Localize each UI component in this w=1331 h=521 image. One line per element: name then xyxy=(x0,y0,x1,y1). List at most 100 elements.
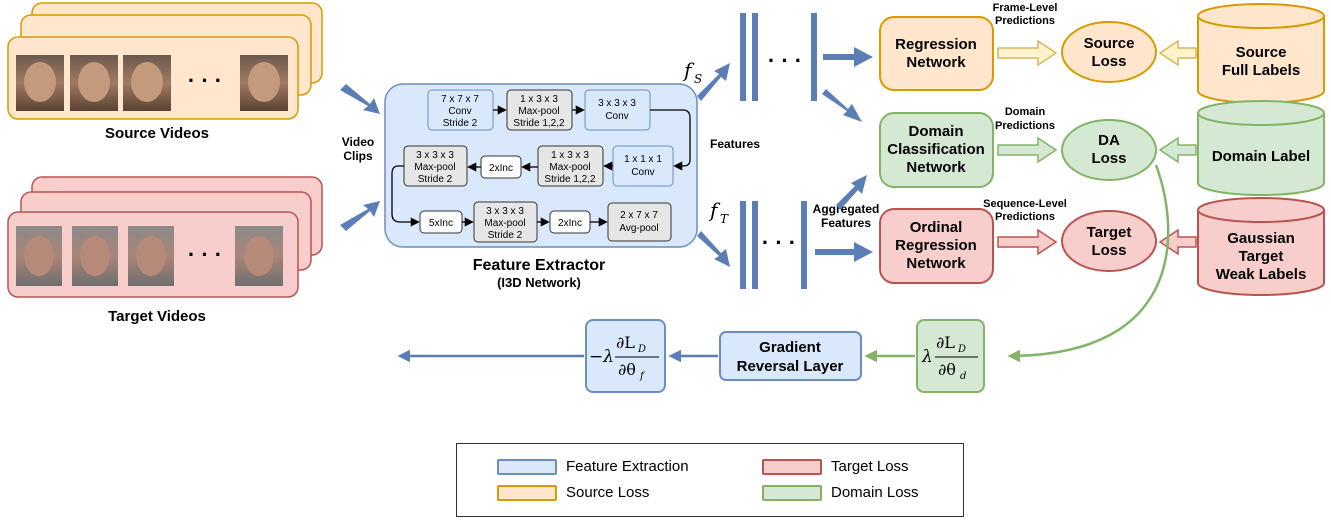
gradient-reversal-layer: Gradient Reversal Layer xyxy=(719,331,862,381)
source-video-stack: · · · xyxy=(7,2,323,120)
svg-text:7 x 7 x 7: 7 x 7 x 7 xyxy=(441,94,479,105)
svg-text:Target: Target xyxy=(1087,224,1132,241)
svg-text:Loss: Loss xyxy=(1091,242,1126,259)
svg-text:2 x 7 x 7: 2 x 7 x 7 xyxy=(620,210,658,221)
domain-classification-network: Domain Classification Network xyxy=(879,112,994,188)
svg-text:5xInc: 5xInc xyxy=(429,218,453,229)
svg-text:Network: Network xyxy=(906,54,966,71)
legend-label: Target Loss xyxy=(831,458,909,475)
extractor-connectors xyxy=(391,105,691,227)
domain-pred-label-2: Predictions xyxy=(995,120,1055,132)
svg-text:Regression: Regression xyxy=(895,237,977,254)
avgpool-block xyxy=(607,202,672,242)
f-source-subscript: S xyxy=(694,72,702,86)
svg-text:Gradient: Gradient xyxy=(759,339,821,356)
svg-text:3 x 3 x 3: 3 x 3 x 3 xyxy=(416,150,454,161)
feature-to-network-arrows xyxy=(815,47,873,262)
source-loss-swatch xyxy=(497,484,557,501)
svg-text:Avg-pool: Avg-pool xyxy=(619,223,658,234)
svg-text:1 x 1 x 1: 1 x 1 x 1 xyxy=(624,154,662,165)
svg-text:−λ: −λ xyxy=(589,347,614,367)
svg-text:Full Labels: Full Labels xyxy=(1222,62,1300,79)
feature-extractor-subtitle: (I3D Network) xyxy=(497,275,581,290)
svg-text:2xInc: 2xInc xyxy=(489,163,513,174)
domain-pred-arrow xyxy=(997,136,1058,164)
svg-text:∂θ: ∂θ xyxy=(618,360,636,379)
conv-1x1x1-block xyxy=(612,145,674,187)
target-features-ellipsis: · · · xyxy=(762,230,796,255)
svg-text:Max-pool: Max-pool xyxy=(484,218,525,229)
svg-text:Source: Source xyxy=(1236,44,1287,61)
svg-text:Stride 1,2,2: Stride 1,2,2 xyxy=(513,118,565,129)
svg-text:Loss: Loss xyxy=(1091,53,1126,70)
target-face-thumbnails xyxy=(16,226,283,286)
svg-text:∂L: ∂L xyxy=(616,333,635,352)
gaussian-target-weak-labels-cylinder: Gaussian Target Weak Labels xyxy=(1197,197,1325,296)
svg-text:Max-pool: Max-pool xyxy=(414,162,455,173)
svg-text:Stride 2: Stride 2 xyxy=(443,118,478,129)
sequence-level-label-1: Sequence-Level xyxy=(983,198,1067,210)
target-video-stack: · · · xyxy=(7,176,323,298)
conv-3x3x3-block xyxy=(584,89,651,131)
legend-label: Feature Extraction xyxy=(566,458,689,475)
target-label-arrow xyxy=(1158,228,1197,256)
maxpool-1x3x3-block-2 xyxy=(537,145,604,187)
source-face-thumbnails xyxy=(16,55,288,111)
legend-feature-extraction: Feature Extraction xyxy=(497,458,689,475)
aggregated-features-label-2: Features xyxy=(821,216,871,230)
svg-text:Weak Labels: Weak Labels xyxy=(1216,266,1307,283)
domain-label-cylinder: Domain Label xyxy=(1197,100,1325,196)
source-label-arrow xyxy=(1158,39,1197,67)
lambda-gradient-theta-d: λ ∂L D ∂θ d xyxy=(916,319,985,393)
svg-text:d: d xyxy=(960,371,966,382)
frame-pred-arrow xyxy=(997,39,1058,67)
svg-text:D: D xyxy=(637,344,646,355)
legend-domain-loss: Domain Loss xyxy=(762,484,919,501)
features-label: Features xyxy=(710,137,760,151)
svg-text:Conv: Conv xyxy=(631,167,654,178)
svg-text:Stride 1,2,2: Stride 1,2,2 xyxy=(544,174,596,185)
source-full-labels-cylinder: Source Full Labels xyxy=(1197,3,1325,104)
target-feature-bars xyxy=(740,201,807,289)
legend-label: Domain Loss xyxy=(831,484,919,501)
aggregated-features-label-1: Aggregated xyxy=(813,202,880,216)
svg-text:∂L: ∂L xyxy=(936,333,955,352)
svg-text:Loss: Loss xyxy=(1091,150,1126,167)
svg-text:Network: Network xyxy=(906,159,966,176)
domain-label-arrow xyxy=(1158,136,1197,164)
svg-text:Stride 2: Stride 2 xyxy=(418,174,453,185)
domain-loss-swatch xyxy=(762,484,822,501)
legend: Feature Extraction Source Loss Target Lo… xyxy=(456,443,964,517)
extractor-to-features-arrows xyxy=(697,63,730,267)
svg-text:Conv: Conv xyxy=(448,106,471,117)
svg-text:1 x 3 x 3: 1 x 3 x 3 xyxy=(520,94,558,105)
svg-text:2xInc: 2xInc xyxy=(558,218,582,229)
frame-level-label-2: Predictions xyxy=(995,15,1055,27)
svg-text:1 x 3 x 3: 1 x 3 x 3 xyxy=(551,150,589,161)
da-loss: DA Loss xyxy=(1061,119,1157,181)
svg-text:λ: λ xyxy=(921,347,933,367)
svg-text:Source: Source xyxy=(1084,35,1135,52)
svg-text:Max-pool: Max-pool xyxy=(518,106,559,117)
legend-label: Source Loss xyxy=(566,484,650,501)
svg-text:3 x 3 x 3: 3 x 3 x 3 xyxy=(486,206,524,217)
domain-pred-label-1: Domain xyxy=(1005,106,1046,118)
feature-extractor: 7 x 7 x 7 Conv Stride 2 1 x 3 x 3 Max-po… xyxy=(384,83,698,248)
legend-target-loss: Target Loss xyxy=(762,458,909,475)
video-clips-label-2: Clips xyxy=(343,149,373,163)
svg-text:f: f xyxy=(639,371,646,382)
video-to-extractor-arrows xyxy=(340,84,380,231)
svg-text:Stride 2: Stride 2 xyxy=(488,230,523,241)
svg-text:Reversal Layer: Reversal Layer xyxy=(737,358,844,375)
svg-text:3 x 3 x 3: 3 x 3 x 3 xyxy=(598,98,636,109)
frame-level-label-1: Frame-Level xyxy=(993,2,1058,14)
source-ellipsis: · · · xyxy=(188,68,222,93)
regression-network: Regression Network xyxy=(879,16,994,91)
svg-text:D: D xyxy=(957,344,966,355)
feature-extractor-title: Feature Extractor xyxy=(473,257,606,274)
source-features-ellipsis: · · · xyxy=(768,48,802,73)
source-videos-label: Source Videos xyxy=(105,125,209,142)
svg-text:Domain Label: Domain Label xyxy=(1212,148,1310,165)
source-loss: Source Loss xyxy=(1061,21,1157,83)
video-clips-label-1: Video xyxy=(342,135,374,149)
